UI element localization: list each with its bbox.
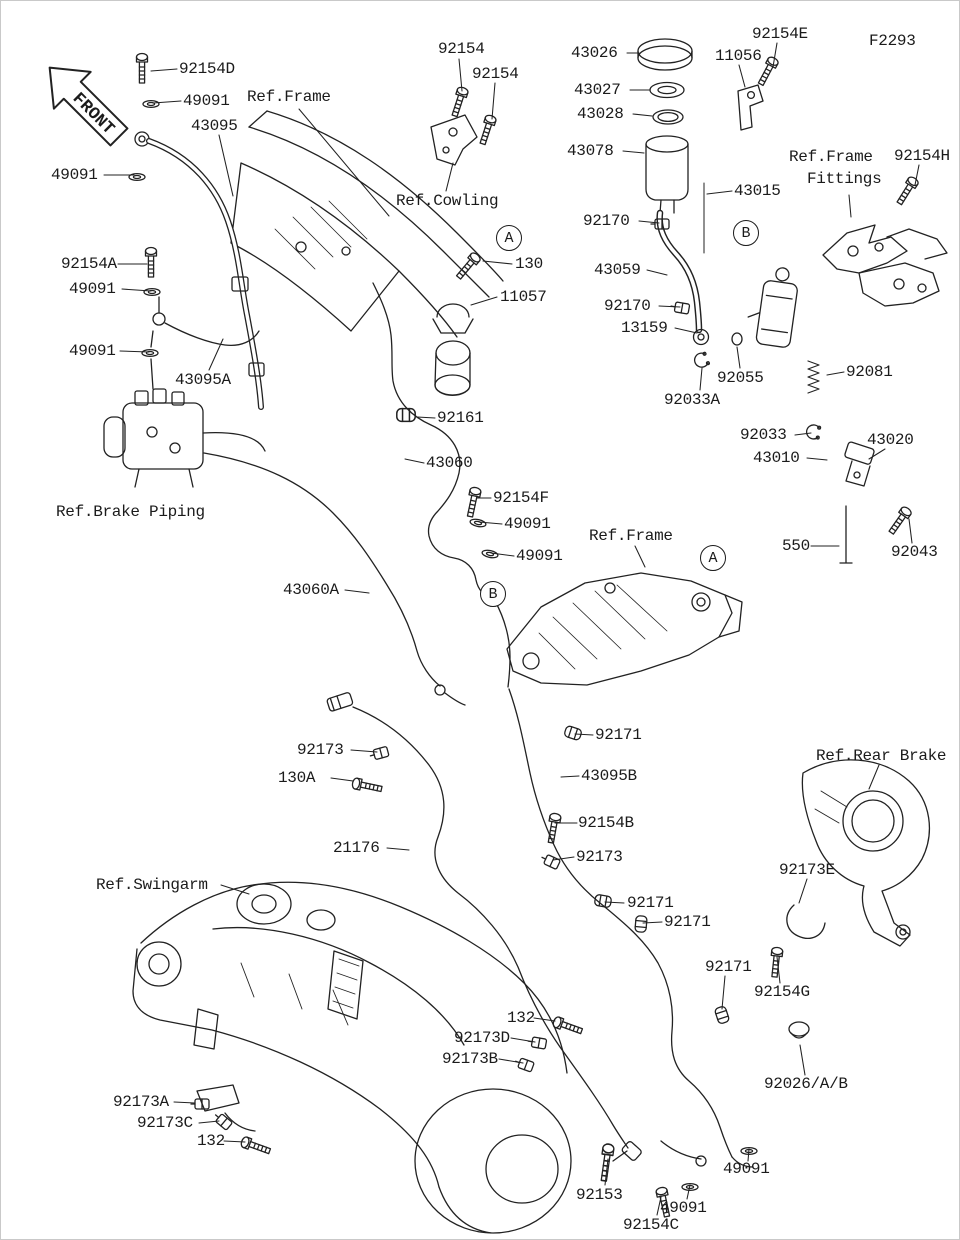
part-label-49091-39: 49091 — [504, 515, 551, 533]
sensor-cable-art — [326, 692, 642, 1162]
wire-clip-art — [786, 904, 826, 939]
ref-rear-brake-art — [801, 759, 931, 947]
callout-b-3: B — [480, 581, 506, 607]
part-label-ref-swingarm-53: Ref.Swingarm — [96, 876, 208, 894]
ref-frame-top-art — [230, 110, 504, 338]
part-label-43010-34: 43010 — [753, 449, 800, 467]
part-label-ref-brake-piping-37: Ref.Brake Piping — [56, 503, 205, 521]
part-label-49091-27: 49091 — [69, 342, 116, 360]
part-label-92173a-63: 92173A — [113, 1093, 169, 1111]
cowling-bracket-art — [430, 114, 478, 166]
part-label-49091-21: 49091 — [69, 280, 116, 298]
part-label-43015-17: 43015 — [734, 182, 781, 200]
brake-pipes-art — [202, 282, 511, 706]
part-label-92161-35: 92161 — [437, 409, 484, 427]
part-label-92171-55: 92171 — [664, 913, 711, 931]
reservoir-assembly-art — [637, 38, 743, 346]
part-label-92171-57: 92171 — [705, 958, 752, 976]
bracket-11056-art — [737, 84, 764, 131]
part-label-43028-8: 43028 — [577, 105, 624, 123]
part-label-92171-45: 92171 — [595, 726, 642, 744]
part-label-43027-7: 43027 — [574, 81, 621, 99]
part-label-132-59: 132 — [507, 1009, 535, 1027]
abs-unit-art — [103, 388, 204, 488]
part-label-92170-25: 92170 — [604, 297, 651, 315]
part-label-43026-6: 43026 — [571, 44, 618, 62]
part-label-ref-cowling-18: Ref.Cowling — [396, 192, 499, 210]
part-label-130-22: 130 — [515, 255, 543, 273]
part-label-49091-68: 49091 — [723, 1160, 770, 1178]
rear-hose-art — [508, 688, 754, 1168]
part-label-92154d-0: 92154D — [179, 60, 235, 78]
part-label-43020-33: 43020 — [867, 431, 914, 449]
part-label-ref-frame-41: Ref.Frame — [589, 527, 673, 545]
leader-lines — [103, 42, 920, 1216]
part-label-132-65: 132 — [197, 1132, 225, 1150]
part-label-92173e-56: 92173E — [779, 861, 835, 879]
front-hose-art — [134, 131, 265, 410]
part-label-92173b-61: 92173B — [442, 1050, 498, 1068]
part-label-92173c-64: 92173C — [137, 1114, 193, 1132]
part-label-92154b-50: 92154B — [578, 814, 634, 832]
part-label-43059-23: 43059 — [594, 261, 641, 279]
part-label-ref-frame-14: Ref.Frame — [789, 148, 873, 166]
part-label-f2293-12: F2293 — [869, 32, 916, 50]
part-label-49091-13: 49091 — [51, 166, 98, 184]
part-label-130a-48: 130A — [278, 769, 316, 787]
part-label-550-42: 550 — [782, 537, 810, 555]
part-label-92173d-60: 92173D — [454, 1029, 510, 1047]
part-label-13159-26: 13159 — [621, 319, 668, 337]
part-label-43078-9: 43078 — [567, 142, 614, 160]
part-label-11057-24: 11057 — [500, 288, 547, 306]
part-label-92043-43: 92043 — [891, 543, 938, 561]
callout-a-2: A — [700, 545, 726, 571]
part-label-92055-28: 92055 — [717, 369, 764, 387]
callout-b-1: B — [733, 220, 759, 246]
part-label-92154e-11: 92154E — [752, 25, 808, 43]
part-label-49091-40: 49091 — [516, 547, 563, 565]
part-label-fittings-15: Fittings — [807, 170, 882, 188]
ref-swingarm-art — [132, 881, 572, 1234]
part-label-92154h-16: 92154H — [894, 147, 950, 165]
part-label-92033a-31: 92033A — [664, 391, 720, 409]
ref-frame-plate-art — [506, 572, 743, 686]
part-label-92154-5: 92154 — [472, 65, 519, 83]
part-label-43095a-30: 43095A — [175, 371, 231, 389]
part-label-92154f-38: 92154F — [493, 489, 549, 507]
part-label-49091-1: 49091 — [183, 92, 230, 110]
abs-fittings-art — [150, 296, 260, 390]
part-label-ref-rear-brake-49: Ref.Rear Brake — [816, 747, 947, 765]
part-label-11056-10: 11056 — [715, 47, 762, 65]
part-label-92153-66: 92153 — [576, 1186, 623, 1204]
part-label-92081-29: 92081 — [846, 363, 893, 381]
part-label-ref-frame-2: Ref.Frame — [247, 88, 331, 106]
part-label-43060a-44: 43060A — [283, 581, 339, 599]
part-label-92026-a-b-62: 92026/A/B — [764, 1075, 848, 1093]
frame-tube-clamp-art — [432, 303, 474, 396]
part-label-92171-54: 92171 — [627, 894, 674, 912]
part-label-43060-36: 43060 — [426, 454, 473, 472]
part-label-21176-51: 21176 — [333, 839, 380, 857]
part-label-43095-3: 43095 — [191, 117, 238, 135]
part-label-92170-19: 92170 — [583, 212, 630, 230]
master-cylinder-art — [703, 182, 798, 348]
frame-fittings-art — [822, 224, 948, 307]
part-label-92033-32: 92033 — [740, 426, 787, 444]
grommet-92026-art — [788, 1021, 810, 1039]
part-label-43095b-47: 43095B — [581, 767, 637, 785]
part-label-92154-4: 92154 — [438, 40, 485, 58]
part-label-92154c-69: 92154C — [623, 1216, 679, 1234]
part-label-49091-67: 49091 — [660, 1199, 707, 1217]
callout-a-0: A — [496, 225, 522, 251]
part-label-92154a-20: 92154A — [61, 255, 117, 273]
part-label-92154g-58: 92154G — [754, 983, 810, 1001]
part-label-92173-46: 92173 — [297, 741, 344, 759]
part-label-92173-52: 92173 — [576, 848, 623, 866]
